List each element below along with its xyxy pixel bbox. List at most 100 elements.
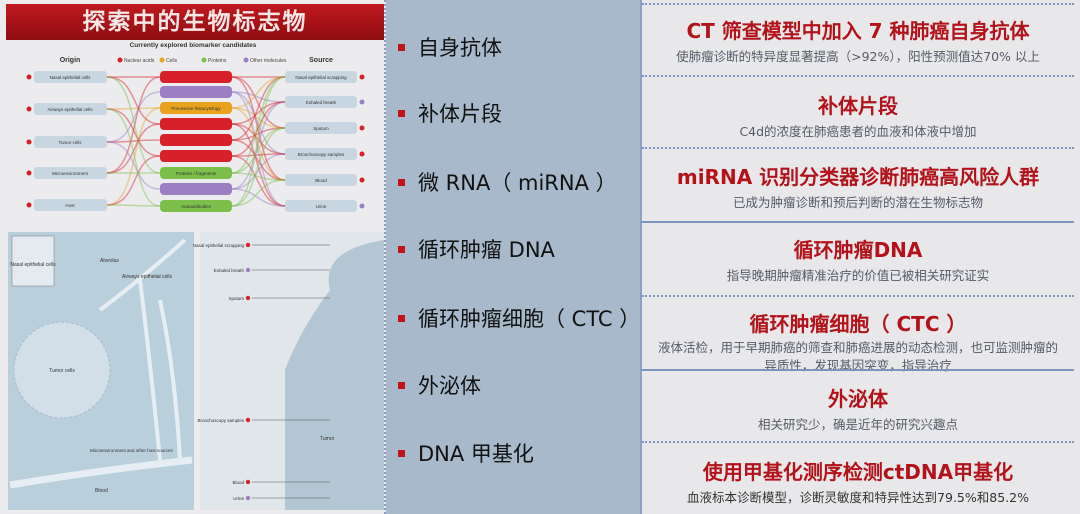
body-label: Blood (232, 480, 244, 485)
list-item-label: 外泌体 (418, 374, 481, 398)
flow-link (231, 127, 286, 141)
biomarker-label: Processive histocytology (171, 106, 221, 111)
biomarker-node (160, 118, 232, 130)
legend-label: Nuclear acids (124, 58, 155, 64)
detail-title: 循环肿瘤细胞（ CTC ） (749, 312, 967, 336)
biomarker-figure-panel: 探索中的生物标志物 Currently explored biomarker c… (0, 0, 386, 514)
detail-text: 指导晚期肿瘤精准治疗的价值已被相关研究证实 (726, 268, 990, 283)
flow-link (106, 108, 161, 157)
flow-link (231, 139, 286, 181)
source-label: Source (309, 57, 333, 64)
source-label: Blood (315, 178, 327, 183)
source-node (285, 174, 357, 186)
flow-link (231, 153, 286, 190)
flow-link (231, 172, 286, 181)
detail-row: 循环肿瘤DNA 指导晚期肿瘤精准治疗的价值已被相关研究证实 (642, 221, 1074, 295)
detail-row: 使用甲基化测序检测ctDNA甲基化血液标本诊断模型，诊断灵敏度和特异性达到79.… (642, 441, 1074, 514)
source-label: Bronchoscopy samples (298, 152, 345, 157)
detail-row: 补体片段 C4d的浓度在肺癌患者的血液和体液中增加 (642, 75, 1074, 147)
flow-link (231, 91, 286, 103)
legend-label: Other molecules (250, 58, 287, 64)
detail-text: C4d的浓度在肺癌患者的血液和体液中增加 (739, 124, 977, 139)
flow-link (106, 123, 161, 174)
origin-node (34, 199, 107, 211)
bullet-icon (398, 178, 405, 186)
detail-row: CT 筛查模型中加入 7 种肺癌自身抗体使肺瘤诊断的特异度显著提高（>92%），… (642, 3, 1074, 75)
illus-label: Microenvironment and other host sources (90, 448, 174, 453)
legend-dot (117, 57, 123, 63)
source-label: Exhaled breath (306, 100, 337, 105)
origin-node (34, 71, 107, 83)
marker-dot (359, 203, 365, 209)
body-label: Sputum (228, 296, 244, 301)
legend-dot (159, 57, 165, 63)
flow-link (106, 107, 161, 206)
origin-node (34, 103, 107, 115)
biomarker-node (160, 150, 232, 162)
flow-link (106, 139, 161, 143)
biomarker-node (160, 167, 232, 179)
flow-link (231, 76, 286, 207)
illus-label: Tumor (320, 436, 335, 442)
marker-dot (245, 242, 251, 248)
detail-title: 补体片段 (818, 94, 898, 118)
flow-link (106, 108, 161, 207)
flow-link (231, 179, 286, 207)
illus-label: Blood (95, 488, 108, 494)
body-label: Nasal epithelial scrapping (193, 243, 245, 248)
detail-row: 外泌体相关研究少，确是近年的研究兴趣点 (642, 369, 1074, 441)
illus-label: Tumor cells (49, 368, 75, 374)
source-node (285, 122, 357, 134)
source-node (285, 148, 357, 160)
marker-dot (359, 99, 365, 105)
marker-dot (359, 177, 365, 183)
flow-link (106, 76, 161, 125)
flow-link (106, 91, 161, 143)
bullet-icon (398, 43, 405, 51)
body-label: Bronchoscopy samples (197, 418, 244, 423)
body-label: Urine (233, 496, 244, 501)
list-item: 微 RNA（ miRNA ） (398, 167, 617, 197)
illus-label: Nasal epithelial cells (10, 262, 56, 268)
detail-title: miRNA 识别分类器诊断肺癌高风险人群 (676, 165, 1040, 189)
detail-title: 外泌体 (828, 387, 888, 411)
flow-link (231, 91, 286, 155)
marker-dot (26, 139, 32, 145)
marker-dot (26, 106, 32, 112)
biomarker-list: 自身抗体 补体片段 微 RNA（ miRNA ） 循环肿瘤 DNA 循环肿瘤细胞… (386, 0, 640, 514)
legend-dot (201, 57, 207, 63)
list-item: DNA 甲基化 (398, 438, 534, 468)
flow-link (231, 188, 286, 207)
origin-node (34, 136, 107, 148)
origin-label: Nasal epithelial cells (50, 75, 92, 80)
bullet-icon (398, 449, 405, 457)
origin-label: Airways epithelial cells (47, 107, 93, 112)
illus-label: Alveolus (100, 258, 119, 264)
origin-label: Host (65, 203, 75, 208)
origin-label: Origin (60, 57, 81, 64)
flow-link (231, 127, 286, 174)
flow-link (231, 76, 286, 174)
list-item-label: 循环肿瘤 DNA (418, 238, 555, 262)
marker-dot (245, 495, 251, 501)
flow-link (106, 76, 161, 174)
source-node (285, 96, 357, 108)
biomarker-node (160, 86, 232, 98)
marker-dot (359, 74, 365, 80)
list-item-label: 循环肿瘤细胞（ CTC ） (417, 307, 641, 331)
flow-link (106, 204, 161, 207)
marker-dot (26, 202, 32, 208)
body-label: Exhaled breath (214, 268, 245, 273)
biomarker-figure: Currently explored biomarker candidates … (8, 42, 384, 510)
flow-link (231, 76, 286, 181)
marker-dot (359, 125, 365, 131)
flow-link (231, 101, 286, 190)
source-node (285, 71, 357, 83)
biomarker-details: CT 筛查模型中加入 7 种肺癌自身抗体使肺瘤诊断的特异度显著提高（>92%），… (640, 0, 1080, 514)
detail-title: 循环肿瘤DNA (793, 238, 923, 262)
detail-title: 使用甲基化测序检测ctDNA甲基化 (702, 460, 1014, 484)
figure-title: Currently explored biomarker candidates (130, 42, 257, 49)
detail-title: CT 筛查模型中加入 7 种肺癌自身抗体 (686, 19, 1030, 43)
origin-node (34, 167, 107, 179)
biomarker-node (160, 134, 232, 146)
